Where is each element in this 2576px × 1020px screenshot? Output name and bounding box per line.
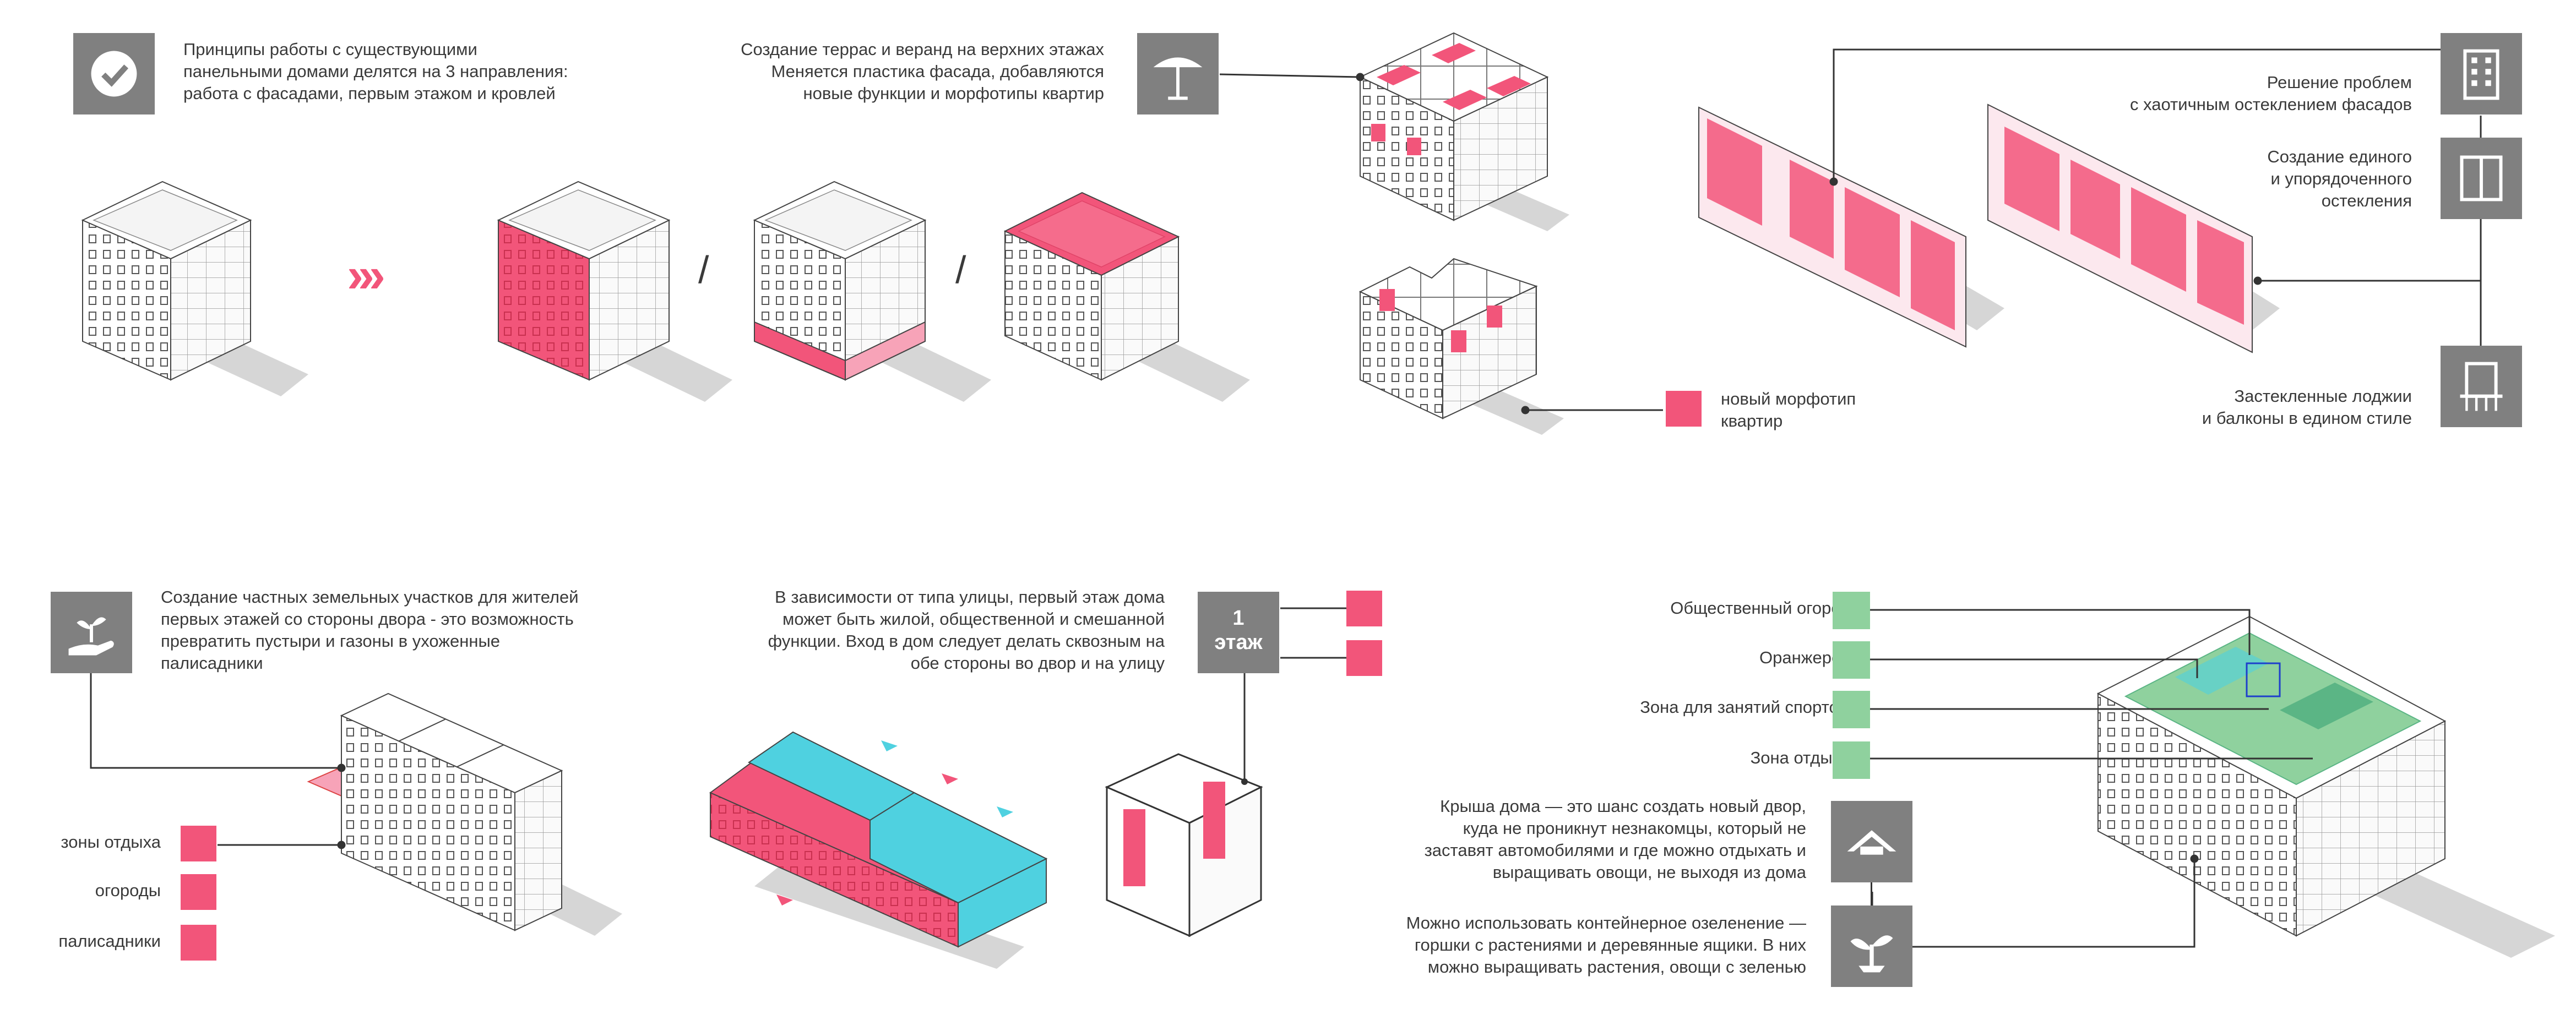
connector-lines-floor — [1280, 607, 1346, 659]
plots-legend-2-swatch — [181, 874, 216, 910]
facade-item-1-icon-box — [2441, 33, 2522, 114]
building-morphotype — [1358, 258, 1564, 435]
roof-legend-4-swatch — [1833, 741, 1870, 779]
facade-item-3-text: Застекленные лоджии и балконы в едином с… — [2202, 386, 2412, 428]
intro-icon-box — [73, 33, 155, 114]
terraces-text: Создание террас и веранд на верхних этаж… — [741, 40, 1104, 103]
building-facade-highlight — [497, 181, 732, 402]
building-ground-floor-highlight — [753, 181, 991, 402]
ground-text: В зависимости от типа улицы, первый этаж… — [768, 587, 1165, 673]
morphotype-label: новый морфотип квартир — [1721, 389, 1856, 430]
roof-legend-2-swatch — [1833, 641, 1870, 679]
arrows-sign: ››› — [347, 248, 385, 303]
balcony-icon — [2460, 362, 2503, 411]
umbrella-icon — [1153, 57, 1203, 100]
facade-panel-after — [1987, 103, 2280, 353]
building-roof-highlight — [1003, 192, 1250, 402]
roof-legend-3-swatch — [1833, 691, 1870, 728]
facade-item-2-text: Создание единого и упорядоченного остекл… — [2267, 147, 2412, 210]
building-plain — [81, 181, 308, 396]
roof-legend-3: Зона для занятий спортом — [1640, 697, 1850, 717]
roof-legend-4: Зона отдыха — [1750, 748, 1850, 767]
facade-panel-before — [1698, 106, 2004, 348]
sprout-icon — [1850, 935, 1893, 973]
plots-icon-box — [51, 592, 132, 673]
check-circle-icon — [91, 51, 137, 97]
roof-legend-1-swatch — [1833, 592, 1870, 629]
intro-text: Принципы работы с существующими панельны… — [183, 40, 568, 103]
morphotype-swatch — [1666, 391, 1702, 427]
roof-icons-connector — [1871, 882, 1872, 906]
building-ground-floor — [709, 731, 1048, 969]
building-icon — [2463, 49, 2499, 100]
roof-text-1: Крыша дома — это шанс создать новый двор… — [1424, 797, 1806, 882]
plots-legend-1-swatch — [181, 826, 216, 861]
facade-item-2-icon-box — [2441, 138, 2522, 219]
facade-item-1-text: Решение проблем с хаотичным остеклением … — [2129, 73, 2412, 114]
building-plots — [307, 692, 622, 936]
plots-text: Создание частных земельных участков для … — [161, 587, 579, 673]
plots-legend-2: огороды — [95, 881, 161, 900]
roof-legend-1: Общественный огород — [1670, 598, 1850, 618]
building-roof — [2096, 615, 2555, 958]
floor-swatch-1 — [1346, 591, 1382, 626]
roof-text-2: Можно использовать контейнерное озеленен… — [1406, 913, 1806, 977]
plots-legend-3-swatch — [181, 925, 216, 961]
roof-icon-2-box — [1831, 906, 1912, 987]
floor-word: этаж — [1214, 631, 1263, 654]
divider-2: / — [955, 248, 966, 291]
plots-legend-1: зоны отдыха — [61, 832, 161, 852]
window-icon — [2460, 155, 2503, 201]
floor-label-box: 1 этаж — [1198, 592, 1279, 673]
roof-icon-1-box — [1831, 801, 1912, 882]
building-terraces — [1358, 32, 1569, 231]
connector-lines-plots — [90, 672, 346, 849]
ground-floor-cube — [1105, 633, 1263, 937]
divider-1: / — [698, 248, 709, 291]
house-roof-icon — [1847, 830, 1896, 855]
floor-swatch-2 — [1346, 640, 1382, 676]
floor-number: 1 — [1232, 607, 1244, 630]
hand-sprout-icon — [68, 617, 114, 656]
roof-legend-2: Оранжерея — [1759, 648, 1850, 667]
facade-item-3-icon-box — [2441, 346, 2522, 427]
plots-legend-3: палисадники — [58, 931, 161, 951]
terraces-icon-box — [1137, 33, 1219, 114]
